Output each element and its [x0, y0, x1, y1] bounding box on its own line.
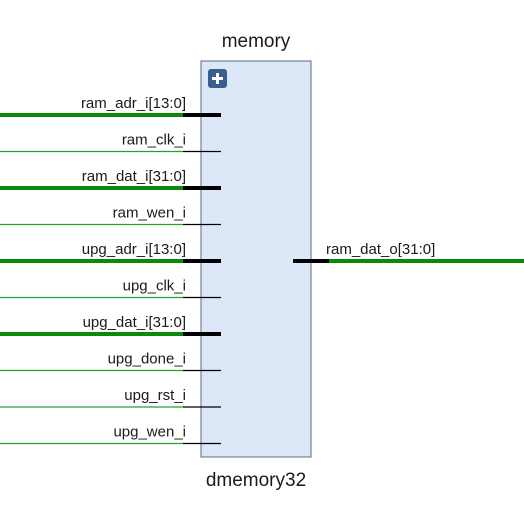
port-label-ram-adr-i: ram_adr_i[13:0] [81, 95, 186, 112]
port-label-upg-done-i: upg_done_i [108, 351, 186, 368]
port-label-upg-dat-i: upg_dat_i[31:0] [83, 314, 186, 331]
port-label-upg-wen-i: upg_wen_i [113, 424, 186, 441]
port-label-ram-dat-o: ram_dat_o[31:0] [326, 241, 435, 258]
port-label-ram-dat-i: ram_dat_i[31:0] [82, 168, 186, 185]
module-name: dmemory32 [206, 470, 306, 491]
port-label-upg-adr-i: upg_adr_i[13:0] [82, 241, 186, 258]
pin-stub-layer [183, 113, 329, 445]
port-label-upg-rst-i: upg_rst_i [124, 387, 186, 404]
port-label-layer: ram_adr_i[13:0] ram_clk_i ram_dat_i[31:0]r… [81, 95, 435, 441]
port-label-ram-wen-i: ram_wen_i [113, 205, 186, 222]
plus-icon [212, 73, 223, 84]
expand-button[interactable] [208, 69, 227, 88]
port-label-ram-clk-i: ram_clk_i [122, 132, 186, 149]
wire-layer [0, 113, 524, 445]
port-label-upg-clk-i: upg_clk_i [123, 278, 186, 295]
instance-name: memory [222, 31, 291, 52]
